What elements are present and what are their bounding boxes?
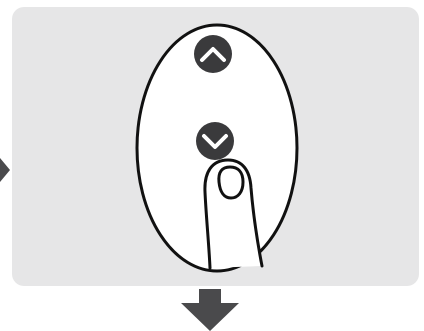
arrow-down-icon [175,289,245,331]
up-button[interactable] [194,35,232,73]
down-button[interactable] [196,122,234,160]
